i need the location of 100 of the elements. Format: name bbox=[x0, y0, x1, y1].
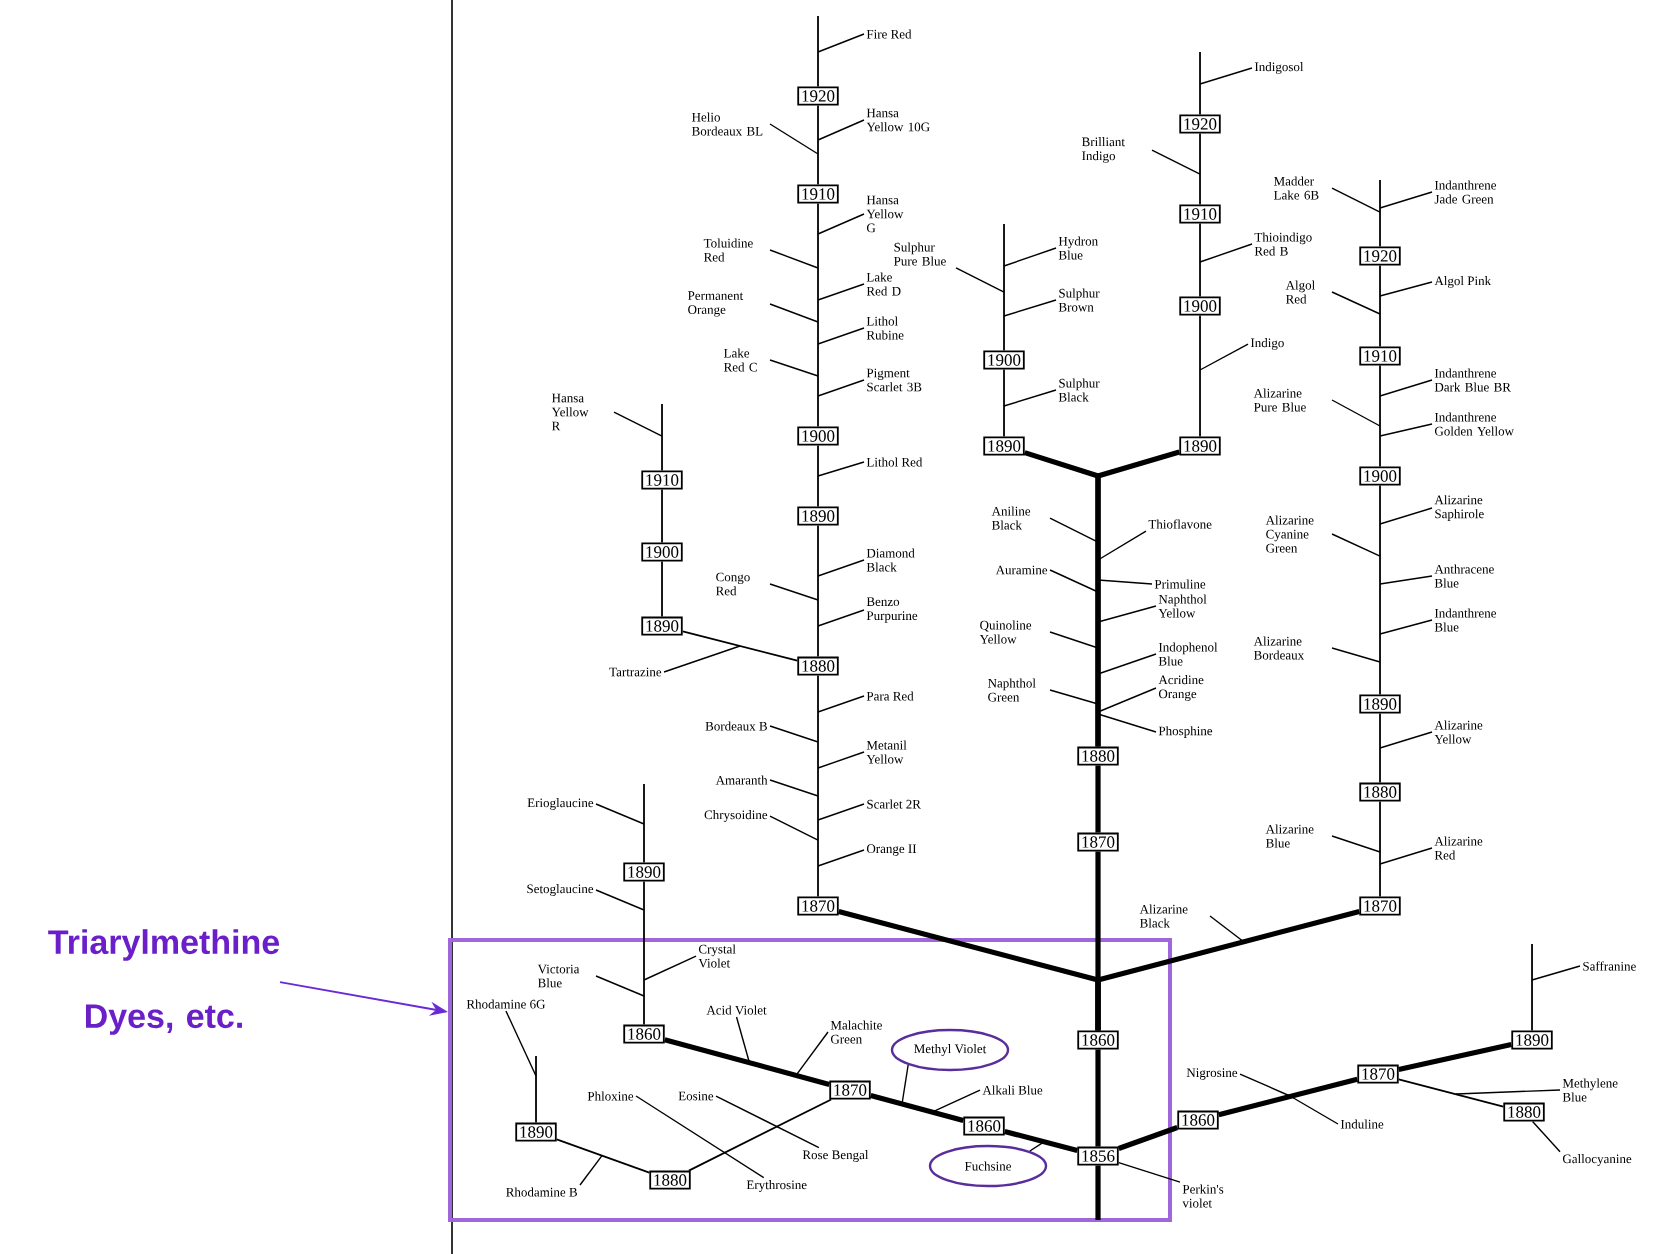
leader-line bbox=[769, 123, 819, 155]
year-box: 1920 bbox=[1179, 114, 1221, 134]
leader-line bbox=[817, 461, 865, 477]
year-box: 1910 bbox=[797, 184, 839, 204]
leader-line bbox=[1029, 1141, 1045, 1152]
tree-line bbox=[817, 104, 819, 186]
leader-line bbox=[1003, 389, 1057, 407]
leader-line bbox=[505, 1010, 537, 1077]
tree-line bbox=[661, 403, 663, 472]
leader-line bbox=[769, 583, 819, 601]
year-box: 1900 bbox=[641, 542, 683, 562]
tree-line bbox=[1095, 1049, 1101, 1147]
leader-line bbox=[1097, 530, 1147, 561]
leader-line bbox=[1003, 247, 1057, 267]
leader-line bbox=[817, 751, 865, 769]
tree-line bbox=[661, 560, 663, 618]
year-box: 1900 bbox=[797, 426, 839, 446]
leader-line bbox=[769, 249, 819, 269]
year-box: 1890 bbox=[983, 436, 1025, 456]
tree-line bbox=[1003, 368, 1005, 438]
year-box: 1900 bbox=[1359, 466, 1401, 486]
leader-line bbox=[1331, 291, 1381, 315]
leader-line bbox=[1097, 653, 1157, 675]
tree-line bbox=[1199, 222, 1201, 298]
callout-text: Triarylmethine Dyes, etc. bbox=[48, 929, 280, 1035]
leader-line bbox=[595, 975, 645, 997]
leader-line bbox=[1049, 569, 1099, 593]
year-box: 1890 bbox=[623, 862, 665, 882]
year-box: 1890 bbox=[1179, 436, 1221, 456]
year-box: 1910 bbox=[1359, 346, 1401, 366]
tree-line bbox=[1095, 449, 1181, 747]
tree-line bbox=[870, 1093, 964, 1123]
tree-line bbox=[661, 488, 663, 544]
leader-line bbox=[1199, 243, 1253, 263]
tree-line bbox=[817, 15, 819, 88]
leader-line bbox=[1379, 423, 1433, 437]
leader-line bbox=[817, 283, 865, 301]
leader-line bbox=[1379, 507, 1433, 525]
tree-line bbox=[1095, 851, 1101, 1031]
tree-line bbox=[555, 1138, 651, 1174]
tree-line bbox=[1218, 1076, 1358, 1118]
year-box: 1880 bbox=[1077, 746, 1119, 766]
leader-line bbox=[817, 119, 865, 141]
tree-line bbox=[687, 1098, 833, 1172]
leader-line bbox=[1049, 631, 1099, 649]
leader-line bbox=[1379, 575, 1433, 585]
leader-line bbox=[1379, 379, 1433, 397]
tree-line bbox=[1095, 1165, 1101, 1220]
year-box: 1900 bbox=[983, 350, 1025, 370]
year-box: 1910 bbox=[1179, 204, 1221, 224]
leader-line bbox=[1331, 835, 1381, 853]
leader-line bbox=[817, 849, 865, 867]
year-box: 1880 bbox=[797, 656, 839, 676]
leader-line bbox=[769, 303, 819, 323]
leader-line bbox=[1379, 191, 1433, 209]
tree-line bbox=[535, 1055, 537, 1124]
highlight-frame bbox=[448, 938, 1172, 1222]
tree-line bbox=[643, 783, 645, 864]
leader-line bbox=[817, 213, 865, 235]
leader-line bbox=[1209, 915, 1245, 943]
leader-line bbox=[1097, 605, 1157, 623]
leader-line bbox=[1097, 713, 1157, 733]
tree-line bbox=[1199, 51, 1201, 116]
tree-line bbox=[817, 524, 819, 658]
tree-line bbox=[643, 880, 645, 1026]
year-box: 1890 bbox=[1511, 1030, 1553, 1050]
leader-line bbox=[643, 955, 697, 981]
leader-line bbox=[795, 1031, 829, 1077]
leader-line bbox=[1118, 1161, 1181, 1183]
year-box: 1880 bbox=[1359, 782, 1401, 802]
year-box: 1880 bbox=[1503, 1102, 1545, 1122]
leader-line bbox=[817, 803, 865, 821]
year-box: 1860 bbox=[963, 1116, 1005, 1136]
leader-line bbox=[635, 1095, 765, 1179]
leader-line bbox=[817, 33, 865, 53]
leader-line bbox=[1289, 1095, 1339, 1125]
year-box: 1870 bbox=[1077, 832, 1119, 852]
year-box: 1920 bbox=[797, 86, 839, 106]
leader-line bbox=[931, 1089, 981, 1113]
year-box: 1890 bbox=[1359, 694, 1401, 714]
year-box: 1910 bbox=[641, 470, 683, 490]
leader-line bbox=[1239, 1073, 1291, 1097]
tree-line bbox=[1379, 712, 1381, 784]
year-box: 1870 bbox=[797, 896, 839, 916]
year-box: 1860 bbox=[1177, 1110, 1219, 1130]
leader-line bbox=[663, 645, 741, 673]
leader-line bbox=[1049, 517, 1099, 543]
tree-line bbox=[817, 202, 819, 428]
year-box: 1870 bbox=[1357, 1064, 1399, 1084]
tree-line bbox=[1379, 364, 1381, 468]
tree-line bbox=[1531, 943, 1533, 1032]
year-box: 1890 bbox=[797, 506, 839, 526]
leader-line bbox=[817, 609, 865, 627]
year-box: 1920 bbox=[1359, 246, 1401, 266]
leader-line bbox=[955, 267, 1005, 293]
leader-line bbox=[817, 379, 865, 397]
year-box: 1856 bbox=[1077, 1146, 1119, 1166]
tree-line bbox=[1379, 800, 1381, 898]
year-box: 1900 bbox=[1179, 296, 1221, 316]
year-box: 1870 bbox=[829, 1080, 871, 1100]
